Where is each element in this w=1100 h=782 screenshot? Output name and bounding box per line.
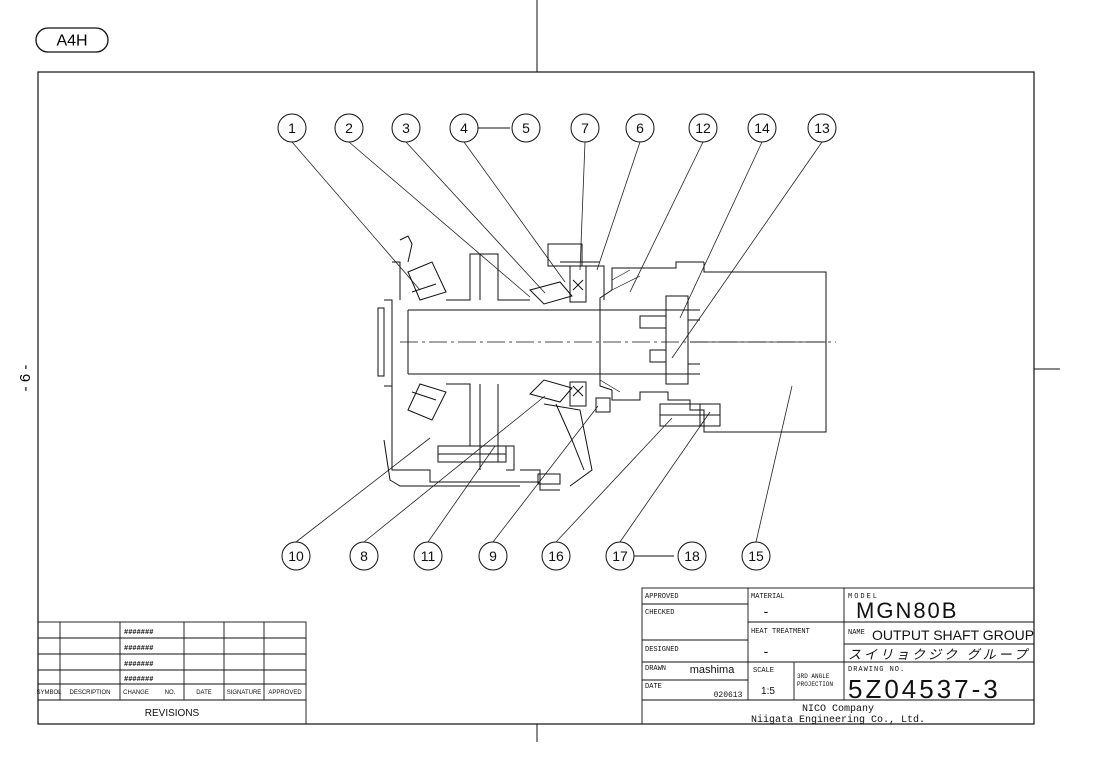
- balloon-label-16: 16: [548, 548, 564, 564]
- sheet-size-tag: A4H: [35, 27, 109, 53]
- material-value: -: [764, 603, 769, 619]
- name-label: NAME: [848, 629, 865, 637]
- balloon-label-17: 17: [612, 548, 628, 564]
- balloons-bottom: 10 8 11 9 16 17 18 15: [281, 541, 771, 571]
- balloon-label-11: 11: [421, 548, 436, 564]
- revisions-text: ####### ####### ####### #######: [124, 629, 153, 684]
- scale-value: 1:5: [761, 686, 775, 697]
- balloon-label-7: 7: [581, 120, 589, 136]
- material-label: MATERIAL: [751, 593, 785, 601]
- company-line2: Niigata Engineering Co., Ltd.: [751, 714, 925, 726]
- sheet-size-text: A4H: [56, 33, 87, 50]
- revision-hash-1: #######: [124, 629, 153, 637]
- heat-treatment-value: -: [764, 643, 769, 659]
- balloon-label-6: 6: [636, 120, 644, 136]
- checked-label: CHECKED: [645, 609, 674, 617]
- balloon-circle-1: [277, 113, 307, 143]
- balloon-label-10: 10: [288, 548, 304, 564]
- balloon-circle-3: [391, 113, 421, 143]
- balloon-circle-7: [570, 113, 600, 143]
- balloon-circle-9: [478, 541, 508, 571]
- balloon-circle-2: [334, 113, 364, 143]
- revision-hash-3: #######: [124, 661, 153, 669]
- rev-header-description: DESCRIPTION: [69, 690, 110, 696]
- rev-header-approved: APPROVED: [268, 690, 302, 696]
- balloon-label-3: 3: [402, 120, 410, 136]
- drawing-border: [37, 71, 1035, 725]
- date-value: 020613: [714, 691, 743, 700]
- date-label: DATE: [645, 683, 662, 691]
- balloon-label-13: 13: [814, 120, 830, 136]
- revisions-table: [37, 621, 307, 725]
- approved-label: APPROVED: [645, 593, 679, 601]
- rev-header-symbol: SYMBOL: [36, 690, 62, 696]
- balloon-circle-6: [625, 113, 655, 143]
- drawn-label: DRAWN: [645, 665, 666, 673]
- revision-hash-2: #######: [124, 645, 153, 653]
- name-value: OUTPUT SHAFT GROUP: [872, 627, 1034, 643]
- balloon-label-2: 2: [345, 120, 353, 136]
- title-block-labels: APPROVED CHECKED DESIGNED DRAWN DATE MAT…: [645, 593, 905, 691]
- balloon-label-14: 14: [754, 120, 770, 136]
- model-label: MODEL: [848, 593, 879, 601]
- balloon-circle-16: [541, 541, 571, 571]
- designed-label: DESIGNED: [645, 646, 679, 654]
- balloon-circle-10: [281, 541, 311, 571]
- drawing-no-label: DRAWING NO.: [848, 666, 905, 674]
- balloon-label-5: 5: [522, 120, 530, 136]
- balloon-circle-12: [688, 113, 718, 143]
- rev-header-no: NO.: [165, 690, 176, 696]
- projection-line2: PROJECTION: [797, 681, 833, 688]
- page-number: - 6 -: [17, 365, 34, 392]
- revisions-headers: SYMBOL DESCRIPTION CHANGE NO. DATE SIGNA…: [36, 690, 302, 696]
- drawn-by-value: mashima: [690, 664, 736, 676]
- revisions-title: REVISIONS: [145, 708, 200, 719]
- balloon-circle-11: [413, 541, 443, 571]
- title-block: [641, 587, 1035, 725]
- balloon-label-18: 18: [684, 548, 700, 564]
- balloon-label-8: 8: [360, 548, 368, 564]
- balloon-circle-5: [511, 113, 541, 143]
- rev-header-signature: SIGNATURE: [227, 690, 262, 696]
- name-japanese: スイリョクジク グループ: [848, 647, 1030, 662]
- drawing-no-value: 5Z04537-3: [848, 674, 1001, 704]
- title-block-values: mashima 020613 - - 1:5 MGN80B OUTPUT SHA…: [690, 598, 1034, 726]
- output-shaft-section-drawing: [377, 235, 836, 491]
- balloon-circle-13: [807, 113, 837, 143]
- heat-treatment-label: HEAT TREATMENT: [751, 628, 810, 636]
- projection-line1: 3RD ANGLE: [797, 673, 830, 680]
- rev-header-date: DATE: [196, 690, 212, 696]
- balloon-circle-15: [741, 541, 771, 571]
- company-line1: NICO Company: [802, 704, 874, 715]
- model-value: MGN80B: [856, 598, 958, 623]
- balloon-label-12: 12: [695, 120, 711, 136]
- scale-label: SCALE: [753, 667, 774, 675]
- rev-header-change: CHANGE: [123, 690, 149, 696]
- balloon-label-9: 9: [489, 548, 497, 564]
- revision-hash-4: #######: [124, 676, 153, 684]
- balloon-label-4: 4: [460, 120, 468, 136]
- balloon-label-1: 1: [288, 120, 296, 136]
- balloon-circle-14: [747, 113, 777, 143]
- balloon-circle-8: [349, 541, 379, 571]
- balloon-circle-18: [677, 541, 707, 571]
- balloon-label-15: 15: [748, 548, 764, 564]
